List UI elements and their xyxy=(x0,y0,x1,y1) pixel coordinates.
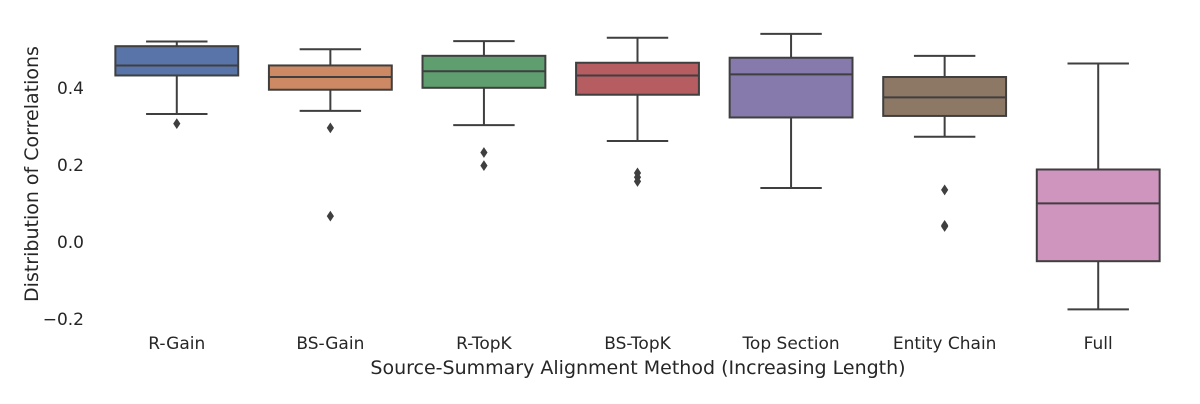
x-axis-label: Source-Summary Alignment Method (Increas… xyxy=(370,357,905,379)
x-tick-label: Entity Chain xyxy=(893,334,997,354)
outlier-point xyxy=(941,221,949,232)
x-tick-label: BS-Gain xyxy=(296,334,364,354)
box-group-entity-chain xyxy=(882,54,1008,232)
outlier-point xyxy=(173,118,181,130)
box-group-bs-gain xyxy=(267,48,393,222)
x-tick-label: Top Section xyxy=(741,334,839,354)
box-group-bs-topk xyxy=(575,36,700,187)
outlier-point xyxy=(941,184,949,196)
outlier-point xyxy=(480,147,488,158)
x-tick-label: R-Gain xyxy=(148,334,205,354)
box-group-top-section xyxy=(728,32,854,189)
outlier-point xyxy=(326,122,334,134)
box-iqr xyxy=(1035,168,1161,263)
box-group-full xyxy=(1035,62,1161,311)
y-tick-label: 0.2 xyxy=(57,156,84,176)
x-tick-label: BS-TopK xyxy=(604,334,671,354)
box-iqr xyxy=(728,56,854,119)
y-tick-label: 0.4 xyxy=(57,79,84,99)
box-iqr xyxy=(114,45,240,77)
box-group-r-gain xyxy=(114,40,240,130)
y-tick-label: 0.0 xyxy=(57,233,84,253)
outlier-point xyxy=(480,160,488,172)
y-axis-label: Distribution of Correlations xyxy=(21,46,43,302)
x-tick-label: Full xyxy=(1084,334,1113,354)
outlier-point xyxy=(326,210,334,222)
y-tick-label: −0.2 xyxy=(43,310,84,330)
box-iqr xyxy=(575,61,700,96)
outlier-point xyxy=(633,176,642,187)
x-tick-label: R-TopK xyxy=(456,334,512,354)
box-group-r-topk xyxy=(421,40,547,172)
